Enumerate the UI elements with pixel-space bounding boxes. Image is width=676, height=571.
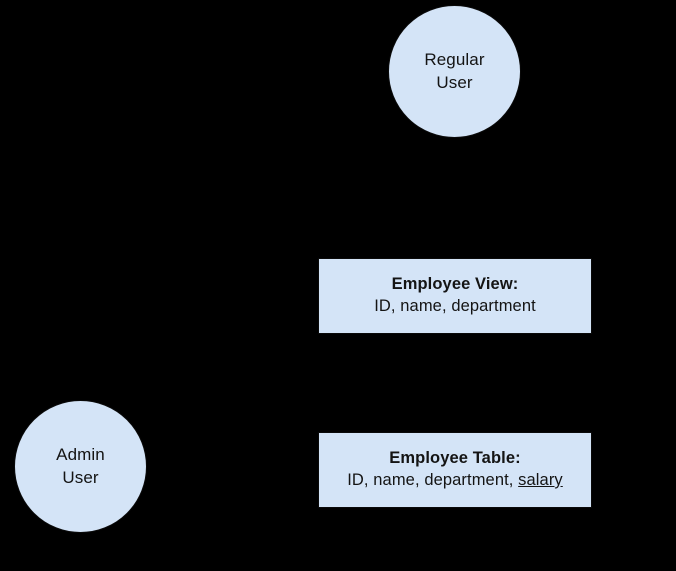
connector-admin-user-to-employee-table <box>146 465 318 475</box>
connector-employee-view-to-employee-table <box>449 334 459 432</box>
actor-admin-user-label-line1: Admin <box>56 445 105 465</box>
actor-regular-user-label-line1: Regular <box>424 50 485 70</box>
connector-regular-user-to-employee-view <box>449 138 459 258</box>
entity-employee-table-fields: ID, name, department, salary <box>347 470 563 492</box>
entity-employee-view[interactable]: Employee View: ID, name, department <box>318 258 592 334</box>
actor-regular-user[interactable]: Regular User <box>388 5 521 138</box>
entity-employee-view-fields-plain: ID, name, department <box>374 297 536 315</box>
entity-employee-table[interactable]: Employee Table: ID, name, department, sa… <box>318 432 592 508</box>
entity-employee-view-title: Employee View: <box>391 275 519 294</box>
entity-employee-view-fields: ID, name, department <box>374 296 536 318</box>
actor-admin-user-label-line2: User <box>62 467 99 487</box>
actor-admin-user[interactable]: Admin User <box>14 400 147 533</box>
actor-regular-user-label-line2: User <box>436 72 473 92</box>
entity-employee-table-title: Employee Table: <box>389 449 521 468</box>
entity-employee-table-fields-plain: ID, name, department, <box>347 471 519 489</box>
entity-employee-table-fields-underlined: salary <box>518 471 563 489</box>
